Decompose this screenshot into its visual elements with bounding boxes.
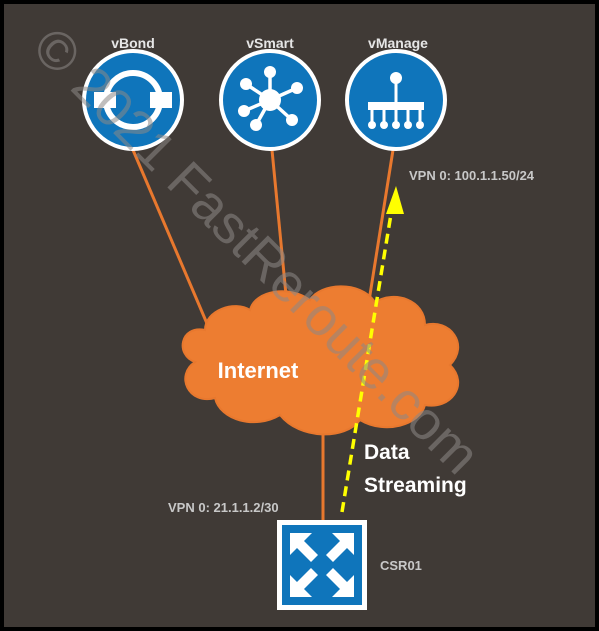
vbond-node: vBond bbox=[82, 35, 184, 151]
link-vbond-internet bbox=[131, 149, 216, 341]
link-vmanage-internet bbox=[364, 149, 395, 321]
vbond-icon bbox=[90, 70, 176, 130]
data-streaming-label-line1: Data bbox=[364, 441, 410, 464]
internet-cloud: Internet bbox=[181, 285, 460, 436]
vsmart-label: vSmart bbox=[246, 35, 294, 51]
csr01-router: CSR01 bbox=[277, 520, 422, 610]
vbond-label: vBond bbox=[111, 35, 155, 51]
csr01-vpn0-address: VPN 0: 21.1.1.2/30 bbox=[168, 500, 279, 515]
vmanage-label: vManage bbox=[368, 35, 428, 51]
links bbox=[131, 149, 395, 520]
router-arrows-icon bbox=[290, 533, 354, 597]
vsmart-node: vSmart bbox=[219, 35, 321, 151]
link-vsmart-internet bbox=[270, 149, 288, 296]
vsmart-hub-icon bbox=[238, 66, 303, 131]
data-streaming-arrow bbox=[340, 186, 404, 513]
internet-label: Internet bbox=[218, 358, 299, 383]
data-streaming-label-line2: Streaming bbox=[364, 474, 467, 497]
vmanage-vpn0-address: VPN 0: 100.1.1.50/24 bbox=[409, 168, 535, 183]
vmanage-tree-icon bbox=[368, 72, 424, 129]
vmanage-node: vManage bbox=[345, 35, 447, 151]
csr01-label: CSR01 bbox=[380, 558, 422, 573]
